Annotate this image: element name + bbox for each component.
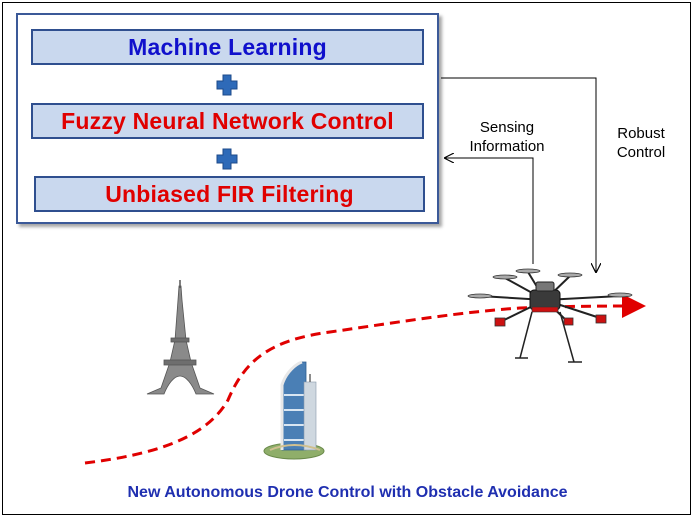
robust-control-arrow [441, 77, 596, 272]
fuzzy-neural-network-label: Fuzzy Neural Network Control [61, 107, 394, 134]
fir-filtering-label: Unbiased FIR Filtering [105, 180, 354, 207]
plus-icon [216, 74, 238, 96]
sensing-information-arrow [445, 158, 534, 264]
robust-control-label: Robust Control [616, 125, 666, 161]
machine-learning-label: Machine Learning [128, 33, 327, 60]
fir-filtering-box: Unbiased FIR Filtering [34, 176, 425, 212]
eiffel-tower-icon [146, 280, 215, 395]
drone-icon [467, 268, 633, 363]
fuzzy-neural-network-box: Fuzzy Neural Network Control [31, 103, 424, 139]
plus-icon [216, 148, 238, 170]
diagram-caption: New Autonomous Drone Control with Obstac… [127, 484, 568, 501]
sensing-information-label: Sensing Information [469, 119, 545, 155]
burj-al-arab-icon [263, 360, 325, 460]
machine-learning-box: Machine Learning [31, 29, 424, 65]
diagram-frame [2, 2, 691, 515]
method-panel: Machine Learning Fuzzy Neural Network Co… [16, 13, 439, 224]
